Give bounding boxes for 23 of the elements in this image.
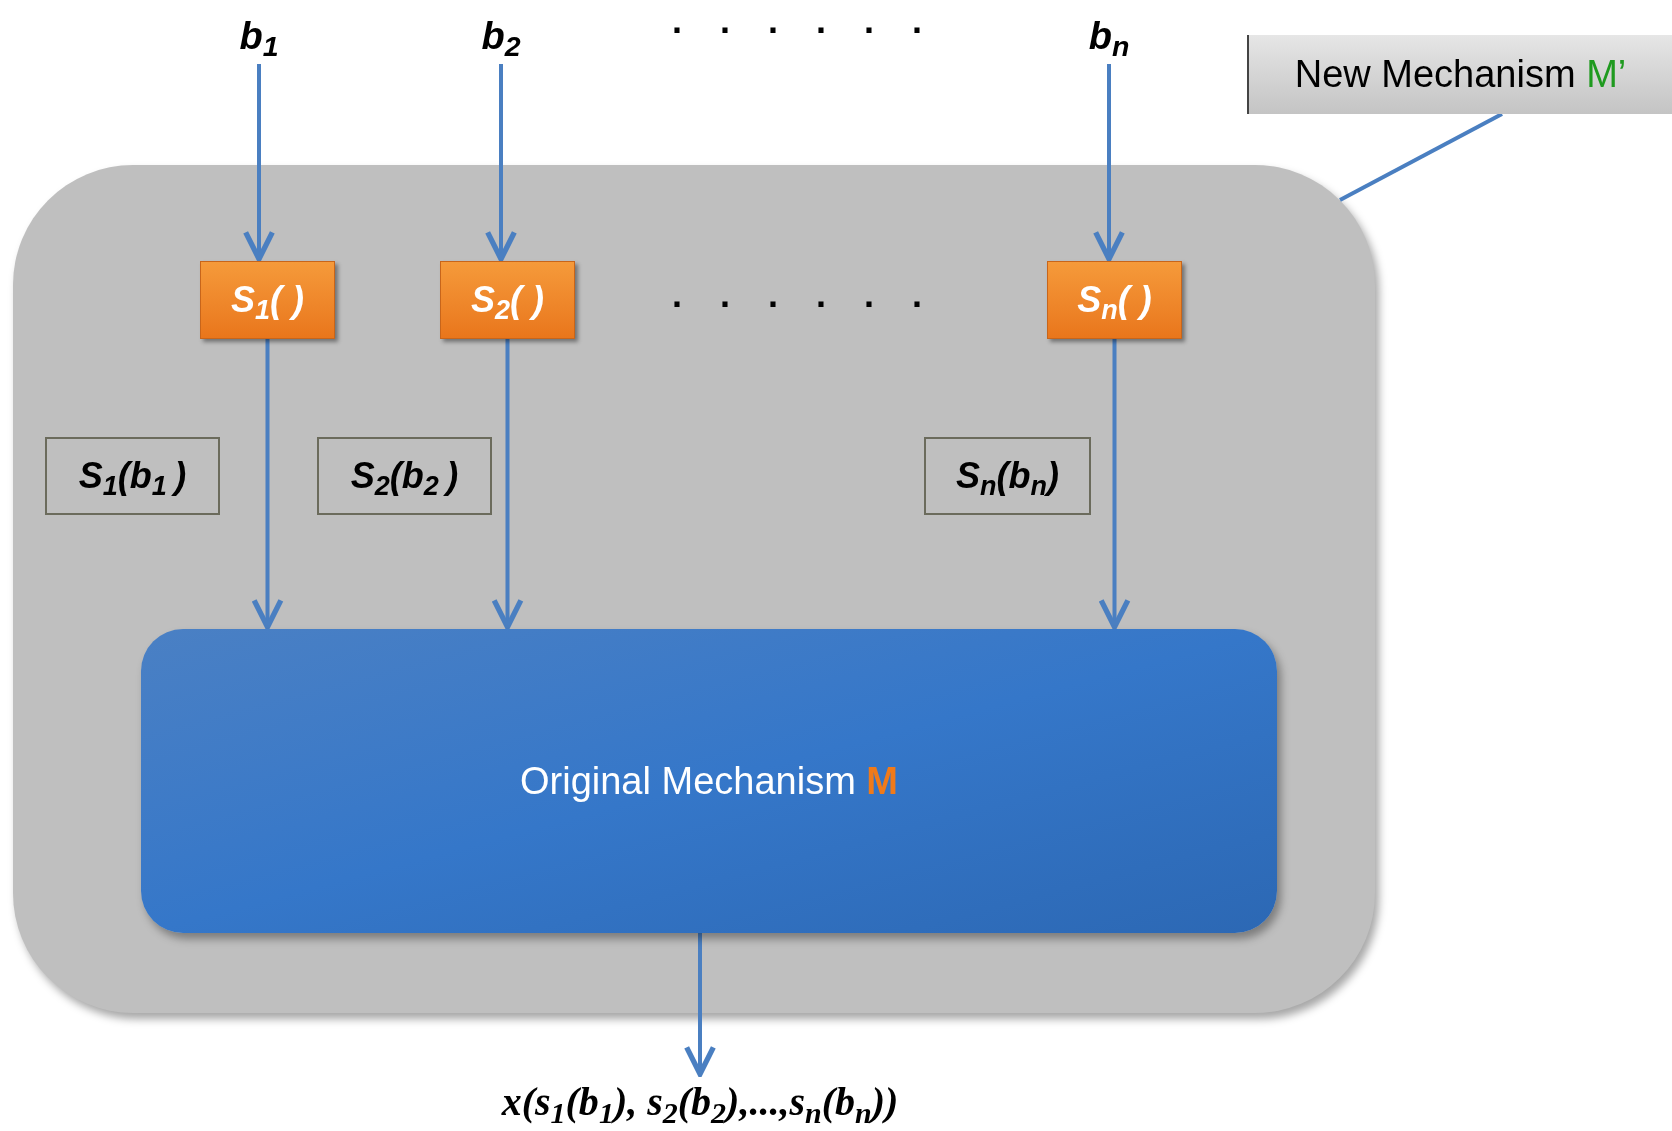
mechanism-box: Original Mechanism M (141, 629, 1277, 933)
mechanism-container (13, 165, 1375, 1013)
strategy-box: S$_{2}$( ) (440, 261, 575, 339)
strategy-box: S$_{n}$( ) (1047, 261, 1182, 339)
arrow (1093, 64, 1125, 262)
arrow (243, 64, 275, 262)
callout-label: New Mechanism M’ (1247, 35, 1672, 114)
arrow (1098, 339, 1131, 630)
bid-box: S$_{1}$(b$_{1}$ ) (45, 437, 220, 515)
arrow (485, 64, 517, 262)
input-label: b$_{2}$ (480, 13, 522, 64)
leader-line (1339, 112, 1503, 202)
output-label: x(s$_{1}$(b$_{1}$), s$_{2}$(b$_{2}$),...,s$_{n}$(b$_{n}$)) (500, 1078, 900, 1128)
strategy-box: S$_{1}$( ) (200, 261, 335, 339)
arrow (684, 933, 716, 1077)
input-label: b$_{n}$ (1087, 13, 1131, 64)
input-label: b$_{1}$ (238, 13, 280, 64)
arrow (251, 339, 284, 630)
arrow (491, 339, 524, 630)
bid-box: S$_{n}$(b$_{n}$) (924, 437, 1091, 515)
ellipsis-dots: . . . . . . (672, 0, 937, 43)
bid-box: S$_{2}$(b$_{2}$ ) (317, 437, 492, 515)
ellipsis-dots: . . . . . . (672, 273, 937, 317)
